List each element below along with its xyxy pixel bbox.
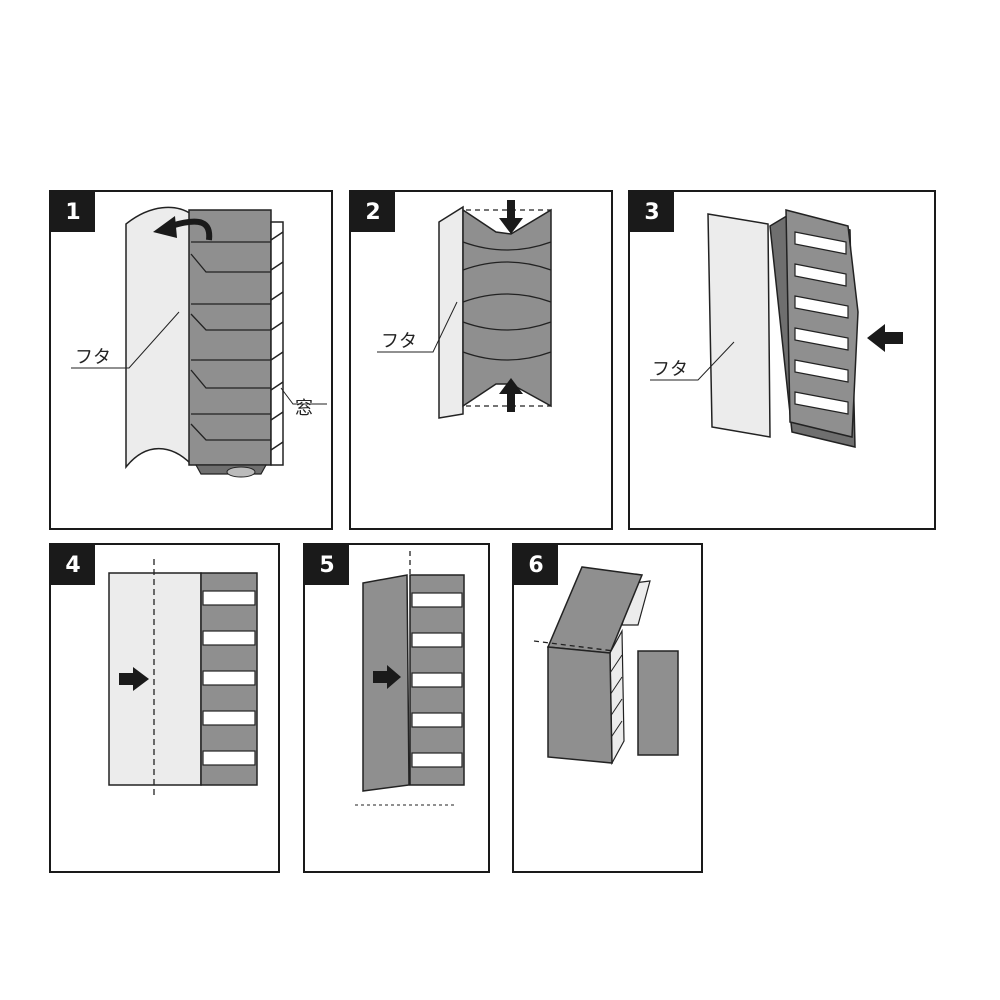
step-3-number: 3: [630, 192, 674, 232]
step-1-window-label: 窓: [295, 398, 313, 419]
step-3-panel: 3 フタ: [628, 190, 936, 530]
step-2-lid-label: フタ: [381, 331, 417, 352]
step-1-lid-label: フタ: [75, 347, 111, 368]
step-4-illustration: [108, 559, 258, 797]
step-1-number: 1: [51, 192, 95, 232]
step-3-illustration: フタ: [650, 209, 903, 448]
step-2-number: 2: [351, 192, 395, 232]
step-6-number: 6: [514, 545, 558, 585]
step-1-illustration: フタ 窓: [71, 206, 327, 478]
step-3-lid-label: フタ: [652, 359, 688, 380]
step-4-panel: 4: [49, 543, 280, 873]
step-6-illustration: [533, 566, 679, 766]
step-5-illustration: [355, 551, 465, 806]
step-6-panel: 6: [512, 543, 703, 873]
step-4-number: 4: [51, 545, 95, 585]
step-2-panel: 2 フタ: [349, 190, 613, 530]
step-5-number: 5: [305, 545, 349, 585]
step-5-panel: 5: [303, 543, 490, 873]
step-2-illustration: フタ: [377, 200, 552, 419]
step-1-panel: 1 フタ 窓: [49, 190, 333, 530]
